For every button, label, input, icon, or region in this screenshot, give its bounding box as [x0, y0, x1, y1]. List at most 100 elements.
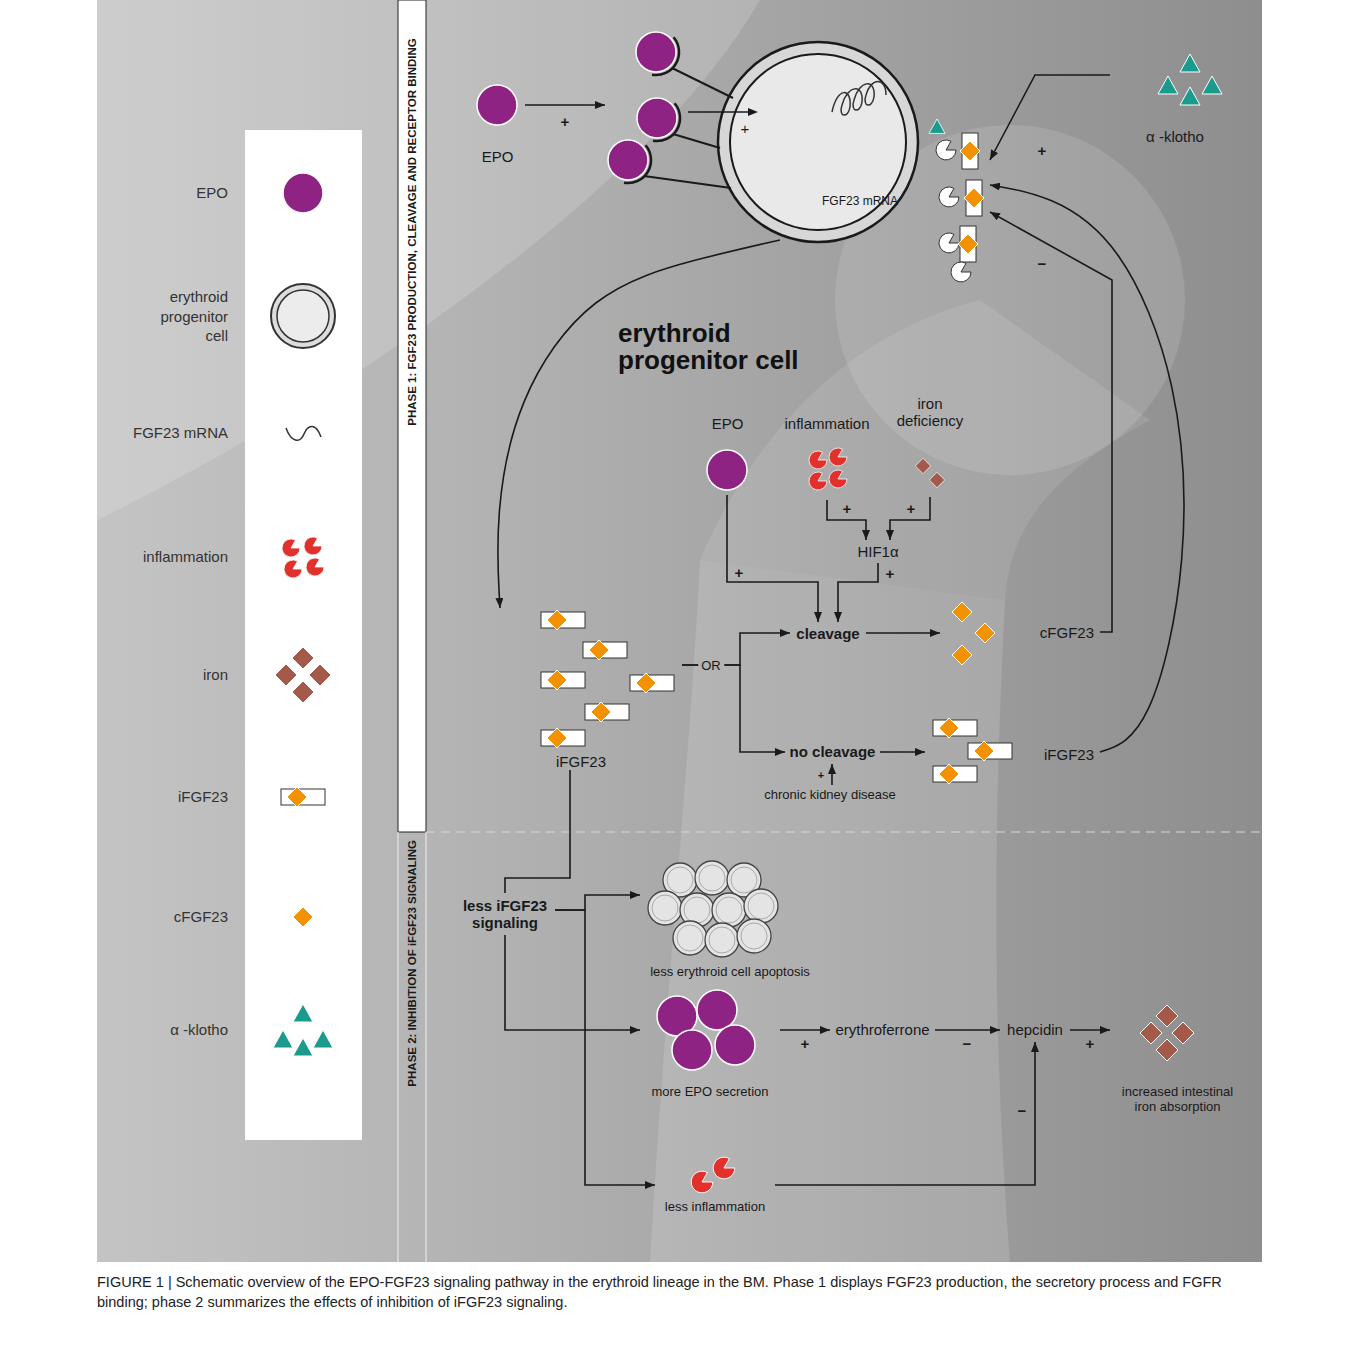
node-text: less erythroid cell apoptosis: [650, 965, 810, 980]
klotho-icon: [1180, 54, 1200, 72]
connector-arrow: [555, 895, 640, 910]
connector-arrow: [555, 910, 655, 1185]
bound-epo: [636, 32, 676, 72]
apoptosis-cell: [648, 891, 682, 925]
node-text: chronic kidney disease: [764, 788, 896, 803]
bound-fgf23: [958, 234, 978, 254]
ifgf23-icon: [933, 718, 977, 738]
legend-panel: [245, 130, 362, 1140]
receptor-stem: [672, 68, 733, 98]
receptor-pocket: [939, 187, 959, 207]
legend-iron-icon: [292, 681, 314, 703]
apoptosis-cell: [673, 921, 707, 955]
legend-inflammation-icon: [304, 537, 322, 555]
legend-klotho-icon: [293, 1004, 313, 1022]
legend-label: erythroid progenitor cell: [148, 287, 228, 346]
concept-node: erythroferrone: [830, 1018, 935, 1042]
legend-cell-icon: [277, 290, 329, 342]
node-text: no cleavage: [790, 743, 876, 760]
cell-inner-membrane: [730, 54, 906, 230]
connector-arrow: [775, 1042, 1035, 1185]
bound-fgf23: [960, 141, 980, 161]
concept-node: hepcidin: [1000, 1018, 1070, 1042]
concept-node: cFGF23: [940, 595, 1100, 670]
epo-icon: [697, 990, 737, 1030]
ifgf23-icon: [541, 728, 585, 748]
legend-inflammation-icon: [284, 560, 302, 578]
figure-caption: FIGURE 1 | Schematic overview of the EPO…: [97, 1272, 1262, 1313]
iron-icon: [915, 458, 930, 473]
node-text: iFGF23: [556, 753, 606, 770]
receptor-stem: [644, 176, 731, 188]
connector-arrow: [831, 764, 833, 785]
inflammation-icon: [691, 1171, 713, 1193]
inflammation-icon: [829, 448, 847, 466]
epo-receptor: [624, 145, 651, 183]
signal-arrowhead: [748, 108, 758, 116]
connector-arrow: [827, 500, 866, 540]
receptor-pocket: [939, 233, 959, 253]
node-text: HIF1α: [857, 543, 898, 560]
legend-label: iron: [108, 665, 228, 685]
ifgf23-icon: [585, 702, 629, 722]
annotation-label: OR: [698, 658, 724, 673]
connector-arrow: [838, 563, 878, 622]
node-text: erythroferrone: [835, 1021, 929, 1038]
phase-title: PHASE 2: INHIBITION OF iFGF23 SIGNALING: [398, 840, 426, 1130]
connector-arrow: [880, 751, 925, 753]
sign-label: +: [818, 770, 824, 781]
concept-node: iFGF23: [480, 608, 682, 770]
phase-band-edge: [397, 832, 398, 1262]
receptor-pocket: [936, 140, 956, 160]
apoptosis-cell: [744, 889, 778, 923]
bound-epo: [608, 140, 648, 180]
iron-icon: [1140, 1022, 1162, 1044]
connector-arrow: [498, 240, 780, 608]
connector-arrow: [505, 770, 570, 893]
connector-arrow: [1070, 1029, 1110, 1031]
concept-node: EPO: [700, 415, 755, 495]
sign-label: −: [1018, 1103, 1027, 1118]
legend-iron-icon: [309, 664, 331, 686]
epo-icon: [715, 1025, 755, 1065]
connector-arrow: [682, 665, 785, 752]
cfgf23-icon: [975, 623, 995, 643]
concept-node: increased intestinal iron absorption: [1110, 1000, 1245, 1115]
concept-node: chronic kidney disease: [755, 785, 905, 805]
inflammation-icon: [713, 1157, 735, 1179]
apoptosis-cell: [712, 893, 746, 927]
node-text: less iFGF23 signaling: [455, 897, 555, 932]
sign-label: +: [907, 501, 916, 516]
sign-label: +: [1038, 143, 1047, 158]
node-text: cleavage: [796, 625, 859, 642]
legend-iron-icon: [292, 647, 314, 669]
receptor-pocket: [951, 262, 971, 282]
connector-arrow: [727, 495, 818, 622]
bound-klotho: [929, 119, 945, 133]
legend-klotho-icon: [273, 1030, 293, 1048]
node-text: iron deficiency: [890, 395, 970, 430]
annotation-label: +: [741, 121, 750, 136]
pelvis-shadow: [97, 0, 760, 520]
legend-label: FGF23 mRNA: [108, 423, 228, 443]
inflammation-icon: [809, 472, 827, 490]
node-text: α -klotho: [1146, 128, 1204, 145]
signal-arrow: [688, 111, 749, 113]
iron-icon: [929, 472, 944, 487]
sign-label: +: [843, 501, 852, 516]
node-text: less inflammation: [665, 1200, 765, 1215]
sign-label: +: [1086, 1036, 1095, 1051]
connector-arrow: [505, 935, 640, 1030]
mrna-strand: [832, 82, 886, 116]
concept-node: less erythroid cell apoptosis: [640, 860, 820, 980]
sign-label: +: [886, 566, 895, 581]
cell-membrane: [718, 42, 918, 242]
apoptosis-cell: [705, 923, 739, 957]
legend-inflammation-icon: [306, 558, 324, 576]
node-text: increased intestinal iron absorption: [1110, 1085, 1245, 1115]
cfgf23-icon: [952, 602, 972, 622]
sign-label: +: [735, 565, 744, 580]
legend-cell-icon: [271, 284, 335, 348]
legend-label: EPO: [108, 183, 228, 203]
